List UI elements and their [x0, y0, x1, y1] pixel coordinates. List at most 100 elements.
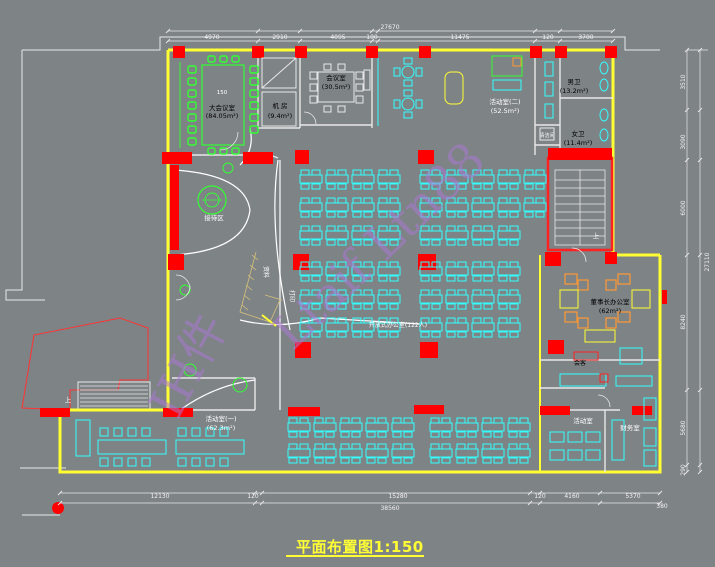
dim-right-seg-5: 5680 [680, 420, 687, 435]
room-label-office-open: 开放式办公室(122人) [369, 321, 427, 329]
room-area-director: (62m²) [599, 307, 621, 315]
desk-cluster [325, 225, 349, 246]
dim-top-seg-1: 4970 [204, 34, 219, 41]
desk-cluster [351, 317, 375, 338]
dimension-labels-vertical: 27110 3510 3090 6000 8240 5680 290 [680, 74, 711, 476]
room-area-meeting-large: (84.05m²) [206, 112, 239, 120]
desk-cluster [445, 261, 469, 282]
desk-cluster [507, 443, 531, 464]
room-label-meeting-large: 大会议室 [209, 103, 236, 112]
desk-cluster [445, 289, 469, 310]
dim-top-total: 27670 [380, 24, 399, 31]
building-walls [58, 48, 662, 474]
dimension-tick [165, 28, 171, 34]
desk-cluster [377, 289, 401, 310]
desk-cluster [377, 261, 401, 282]
dim-top-seg-4: 100 [366, 34, 378, 41]
desk-cluster [339, 443, 363, 464]
dim-top-seg-6: 120 [542, 34, 554, 41]
desk-cluster [481, 443, 505, 464]
room-label-activity1: 活动室(一) [205, 414, 236, 423]
dim-right-seg-6: 290 [680, 464, 687, 476]
desk-cluster [339, 417, 363, 438]
desk-cluster [299, 261, 323, 282]
desk-cluster [325, 317, 349, 338]
desk-cluster [497, 317, 521, 338]
stair-up-mark-left: 上 [65, 395, 72, 404]
open-office-desks [287, 169, 547, 464]
room-area-pantry: (9.4m²) [268, 112, 292, 120]
dim-bottom-seg-2: 120 [247, 493, 259, 500]
dimension-tick [697, 157, 703, 163]
dim-right-total: 27110 [704, 252, 711, 271]
dim-right-seg-1: 3510 [680, 74, 687, 89]
dimension-tick [369, 38, 375, 44]
desk-cluster [507, 417, 531, 438]
dimension-tick [369, 28, 375, 34]
desk-cluster [419, 197, 443, 218]
dimension-tick [259, 490, 265, 496]
desk-cluster [299, 225, 323, 246]
lower-right-furniture [549, 397, 657, 467]
dimension-tick [57, 490, 63, 496]
desk-cluster [377, 225, 401, 246]
toilet-fixtures [539, 61, 609, 142]
dimension-tick [375, 38, 381, 44]
desk-cluster [377, 169, 401, 190]
desk-cluster [365, 417, 389, 438]
activity-room-1-furniture [75, 419, 245, 467]
dim-bottom-seg-1: 12130 [150, 493, 169, 500]
desk-cluster [471, 289, 495, 310]
desk-cluster [455, 443, 479, 464]
desk-cluster [351, 169, 375, 190]
hatched-wall [239, 251, 283, 327]
dim-bottom-total: 38560 [380, 505, 399, 512]
large-meeting-room-furniture [179, 55, 259, 155]
desk-cluster [497, 261, 521, 282]
desk-cluster [445, 225, 469, 246]
dimension-tick [684, 462, 690, 468]
dimension-tick [532, 38, 538, 44]
director-office-furniture [559, 273, 653, 387]
dimension-tick [697, 107, 703, 113]
room-label-cleaning: 清洁间 [539, 132, 554, 139]
desk-cluster [313, 417, 337, 438]
room-label-director: 董事长办公室 [591, 297, 631, 306]
meeting-room-furniture [309, 63, 371, 113]
room-label-activity-small: 活动室 [573, 416, 593, 425]
room-label-meeting: 会议室 [326, 73, 346, 82]
dimension-ticks [57, 28, 703, 506]
desk-cluster [455, 417, 479, 438]
room-area-male-wc: (13.2m²) [560, 87, 588, 95]
desk-cluster [377, 197, 401, 218]
dim-top-seg-5: 11475 [450, 34, 469, 41]
dim-bottom-seg-4: 120 [534, 493, 546, 500]
dimension-tick [255, 38, 261, 44]
dimension-tick [252, 500, 258, 506]
dimension-lines [60, 30, 708, 504]
drawing-title: 平面布置图1:150 [296, 538, 424, 556]
dimension-tick [610, 38, 616, 44]
dimension-tick [57, 500, 63, 506]
dimension-tick [375, 28, 381, 34]
meeting-large-table-size: 150 [217, 90, 228, 96]
dimension-tick [557, 38, 563, 44]
dimension-tick [684, 107, 690, 113]
dim-bottom-seg-6: 5370 [625, 493, 640, 500]
desk-cluster [325, 197, 349, 218]
dimension-tick [657, 490, 663, 496]
dimension-tick [684, 47, 690, 53]
dimension-tick [684, 387, 690, 393]
room-label-activity2: 活动室(二) [489, 97, 520, 106]
dimension-tick [597, 500, 603, 506]
room-area-meeting: (30.5m²) [322, 83, 350, 91]
desk-cluster [351, 261, 375, 282]
desk-cluster [351, 289, 375, 310]
dim-bottom-seg-3: 15280 [388, 493, 407, 500]
dimension-tick [697, 387, 703, 393]
room-label-reception: 接待区 [204, 213, 224, 222]
desk-cluster [419, 289, 443, 310]
desk-cluster [471, 317, 495, 338]
dim-bottom-extra: 380 [656, 503, 668, 510]
room-area-activity1: (62.3m²) [207, 424, 235, 432]
